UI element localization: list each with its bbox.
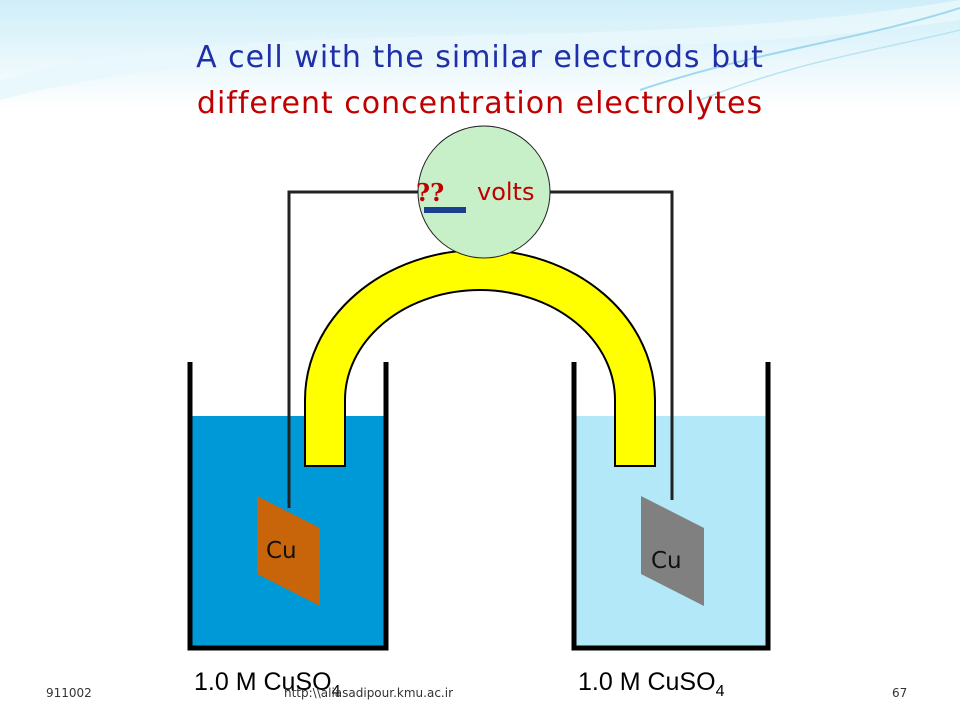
salt-bridge <box>304 249 656 467</box>
decorative-swoosh-3 <box>699 29 960 101</box>
left-beaker <box>187 362 389 651</box>
decorative-swoosh-2 <box>639 7 960 91</box>
footer-date: 911002 <box>46 686 92 700</box>
voltmeter <box>417 125 551 259</box>
left-electrolyte-label: 1.0 M CuSO4 <box>194 668 340 701</box>
footer-url: http:\\aliasadipour.kmu.ac.ir <box>284 686 453 700</box>
right-electrode-label: Cu <box>651 548 682 574</box>
left-electrolyte-text: 1.0 M CuSO <box>194 668 332 696</box>
left-wire <box>287 190 420 508</box>
right-electrolyte-label: 1.0 M CuSO4 <box>578 668 724 701</box>
left-electrode-label: Cu <box>266 538 297 564</box>
left-electrolyte-subscript: 4 <box>331 683 341 700</box>
voltmeter-unit: volts <box>477 178 535 206</box>
right-electrolyte-subscript: 4 <box>715 683 725 700</box>
voltmeter-reading: ?? <box>416 178 445 207</box>
footer-page-number: 67 <box>892 686 908 700</box>
title-line-2: different concentration electrolytes <box>196 86 764 121</box>
voltmeter-minus-bar <box>424 207 466 213</box>
left-copper-electrode <box>257 496 320 606</box>
title-line-1: A cell with the similar electrods but <box>196 40 764 75</box>
right-grey-electrode <box>641 496 704 606</box>
right-wire <box>540 190 674 500</box>
decorative-swoosh <box>0 0 960 100</box>
right-beaker <box>571 362 771 651</box>
right-electrolyte-text: 1.0 M CuSO <box>578 668 716 696</box>
